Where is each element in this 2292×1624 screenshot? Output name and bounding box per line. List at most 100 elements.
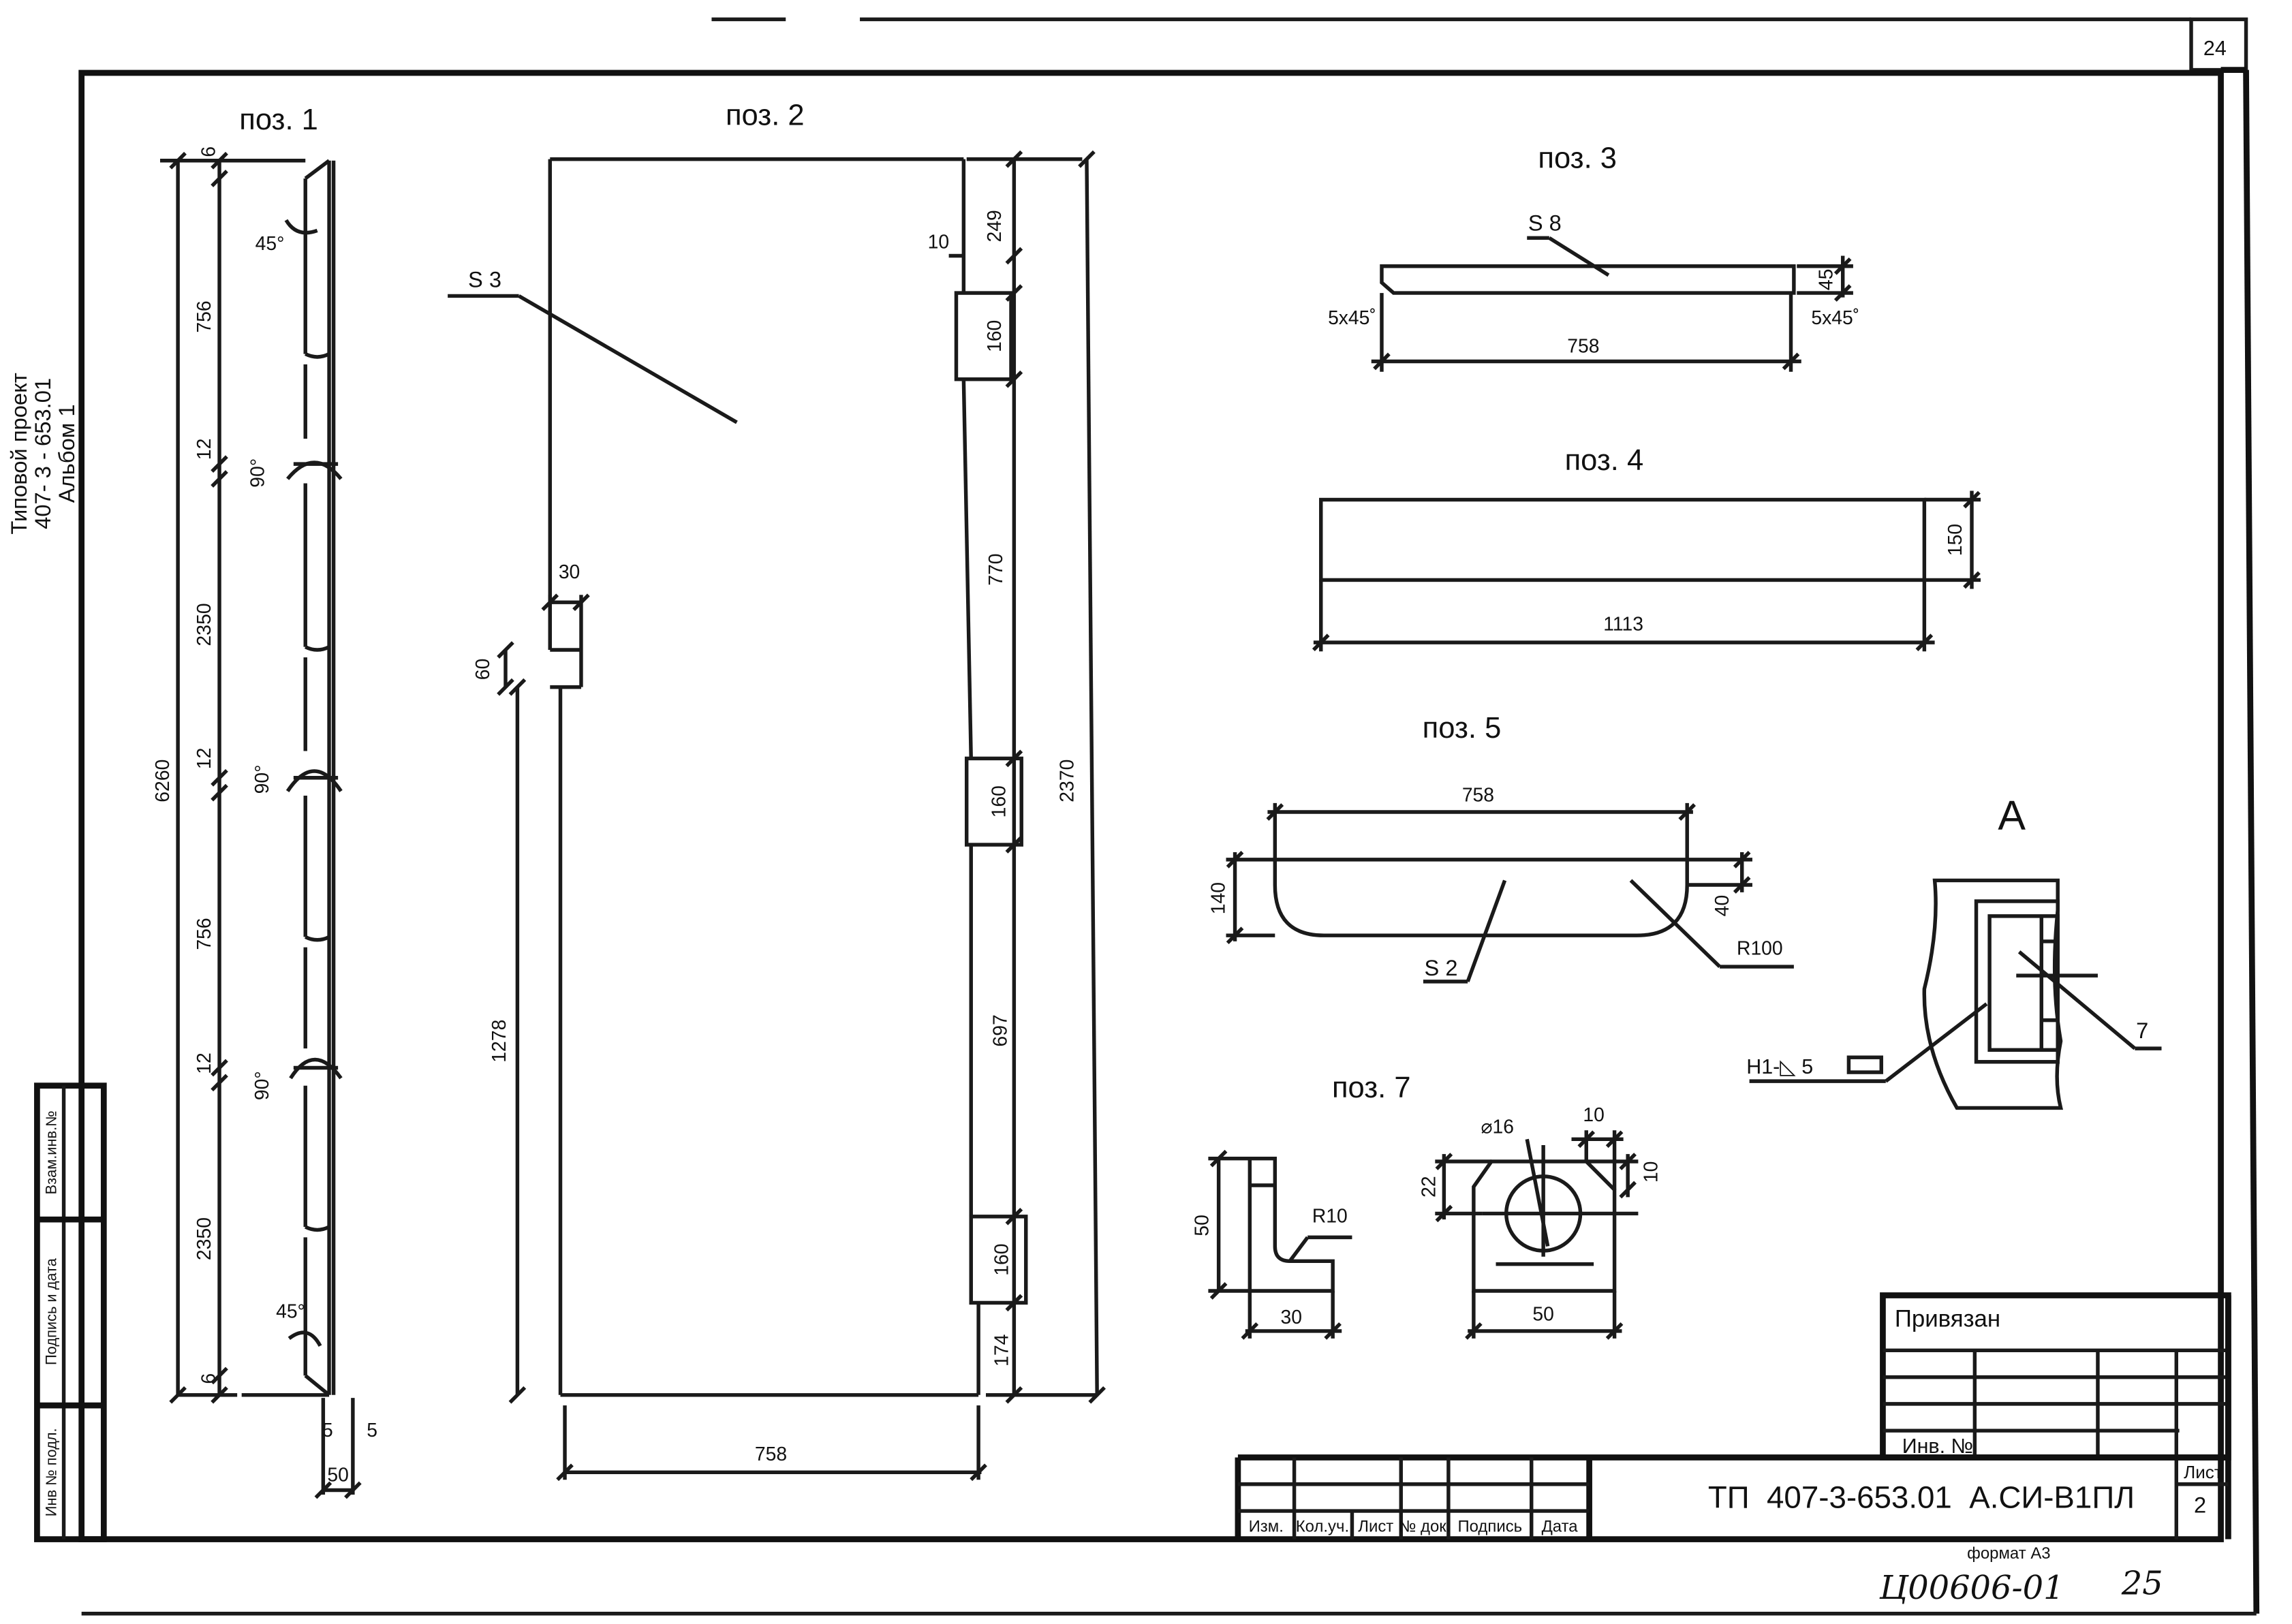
poz5-dim-758: 758 (1462, 785, 1494, 807)
viewA-callout-7: 7 (2136, 1018, 2148, 1043)
poz4-dimensions: 150 1113 (1603, 524, 1966, 636)
dimension-tick (1605, 1322, 1624, 1340)
poz3-dimensions: S 8 5x45˚ 758 45 5x45˚ (1328, 210, 1859, 357)
title-designation: ТП 407-3-653.01 А.СИ-В1ПЛ (1708, 1480, 2135, 1515)
poz3-dim-45: 45 (1816, 269, 1838, 291)
poz2-dim-160-c: 160 (991, 1243, 1013, 1275)
dimension-tick (1465, 1322, 1483, 1340)
poz2-dim-160-a: 160 (984, 320, 1006, 352)
poz1-dim-756-a: 756 (193, 300, 215, 332)
poz1-dim-6-top: 6 (198, 146, 220, 157)
poz2-dim-160-b: 160 (988, 785, 1010, 817)
poz2-dim-10: 10 (928, 232, 949, 253)
dimension-tick (497, 678, 514, 696)
poz3-chamfer-left: 5x45˚ (1328, 307, 1376, 329)
dimension-tick (541, 593, 559, 612)
title-block (1235, 1292, 2231, 1540)
poz1-dim-5-b: 5 (367, 1420, 377, 1441)
poz4-dim-150: 150 (1945, 524, 1966, 556)
handwritten-page: 25 (2121, 1564, 2163, 1602)
dimension-tick (497, 641, 514, 659)
poz5-dim-40: 40 (1712, 895, 1733, 917)
dimension-tick (1324, 1322, 1342, 1340)
poz7-dimensions: 50 R10 30 ⌀16 10 10 22 50 (1191, 1104, 1662, 1328)
poz1-dim-12-b: 12 (193, 748, 215, 770)
header-list: Лист (1358, 1518, 1393, 1536)
dimension-tick (508, 678, 527, 696)
poz7-radius: R10 (1312, 1206, 1348, 1228)
side-project-label: Типовой проект 407- 3 - 653.01 Альбом 1 (6, 373, 79, 534)
poz4-part (1313, 490, 1981, 652)
dimension-tick (211, 1074, 228, 1092)
dimension-tick (1266, 803, 1284, 821)
handwritten-code: Ц00606-01 (1878, 1569, 2064, 1607)
dimension-tick (211, 470, 228, 488)
viewA-detail (1749, 878, 2162, 1110)
poz3-chamfer-right: 5x45˚ (1811, 307, 1859, 329)
poz5-title: поз. 5 (1423, 712, 1502, 745)
side-label-line2: 407- 3 - 653.01 (30, 378, 55, 529)
poz7-dim-10-a: 10 (1583, 1104, 1604, 1126)
poz1-dim-50: 50 (327, 1464, 348, 1486)
dimension-tick (211, 783, 228, 802)
viewA-weld-symbol: Н1-◺ 5 (1746, 1055, 1813, 1078)
title-privyazan: Привязан (1895, 1305, 2000, 1332)
dimension-tick (1088, 1386, 1106, 1404)
poz3-part (1371, 236, 1853, 372)
poz1-angle-45-bottom: 45° (276, 1300, 305, 1322)
poz2-dim-60: 60 (472, 659, 494, 681)
dimension-tick (1005, 284, 1023, 302)
dimension-tick (572, 593, 590, 612)
dimension-tick (344, 1481, 362, 1499)
dimension-tick (1833, 257, 1852, 275)
poz7-side-view (1208, 1156, 1352, 1339)
dimension-tick (1226, 851, 1244, 869)
poz5-radius: R100 (1737, 938, 1783, 960)
dimension-tick (211, 1386, 228, 1404)
viewA-title: А (1998, 792, 2026, 839)
title-revision-headers: Изм. Кол.уч. Лист № док. Подпись Дата (1249, 1518, 1579, 1536)
poz2-title: поз. 2 (726, 99, 805, 131)
dimension-tick (1005, 247, 1023, 265)
sheet-number: 24 (2203, 37, 2227, 60)
header-kol-uch: Кол.уч. (1296, 1518, 1349, 1536)
poz7-dim-50-height: 50 (1191, 1215, 1213, 1236)
poz2-dim-249: 249 (984, 210, 1006, 242)
dimension-tick (1241, 1322, 1259, 1340)
poz2-dim-697: 697 (990, 1014, 1012, 1046)
dimension-tick (1005, 150, 1023, 168)
poz2-dim-1278: 1278 (489, 1020, 510, 1063)
dimension-tick (211, 1059, 228, 1077)
header-izm: Изм. (1249, 1518, 1284, 1536)
dimension-tick (1226, 926, 1244, 945)
dimension-tick (1733, 851, 1751, 869)
dimension-tick (169, 1386, 187, 1404)
dimension-tick (1619, 1181, 1637, 1199)
poz2-dim-30: 30 (559, 561, 580, 583)
poz7-dim-50-width: 50 (1532, 1304, 1553, 1326)
poz7-title: поз. 7 (1332, 1072, 1411, 1104)
poz2-thickness: S 3 (468, 266, 501, 292)
poz3-title: поз. 3 (1538, 142, 1617, 175)
dimension-tick (1435, 1204, 1453, 1223)
dimension-tick (211, 768, 228, 787)
poz2-dim-770: 770 (985, 553, 1007, 585)
dimension-tick (1373, 352, 1391, 371)
dimension-tick (1005, 836, 1023, 854)
dimension-tick (1005, 1207, 1023, 1225)
dimension-tick (314, 1481, 332, 1499)
dimension-ticks (169, 150, 1981, 1499)
dimension-tick (556, 1463, 574, 1482)
dimension-tick (1833, 284, 1852, 302)
poz1-dim-2350-a: 2350 (193, 603, 215, 646)
poz7-dim-10-b: 10 (1641, 1161, 1662, 1183)
poz4-title: поз. 4 (1565, 444, 1644, 477)
poz1-angle-45-top: 45° (255, 233, 285, 255)
poz3-dim-758: 758 (1567, 335, 1599, 357)
side-label-line3: Альбом 1 (54, 404, 79, 503)
poz1-dim-756-b: 756 (193, 918, 215, 950)
dimension-tick (211, 151, 228, 170)
poz7-dim-22: 22 (1418, 1176, 1440, 1198)
dimension-tick (1782, 352, 1800, 371)
poz1-dimensions: 6 756 12 2350 12 756 12 2350 6 6260 5 5 … (152, 146, 377, 1486)
